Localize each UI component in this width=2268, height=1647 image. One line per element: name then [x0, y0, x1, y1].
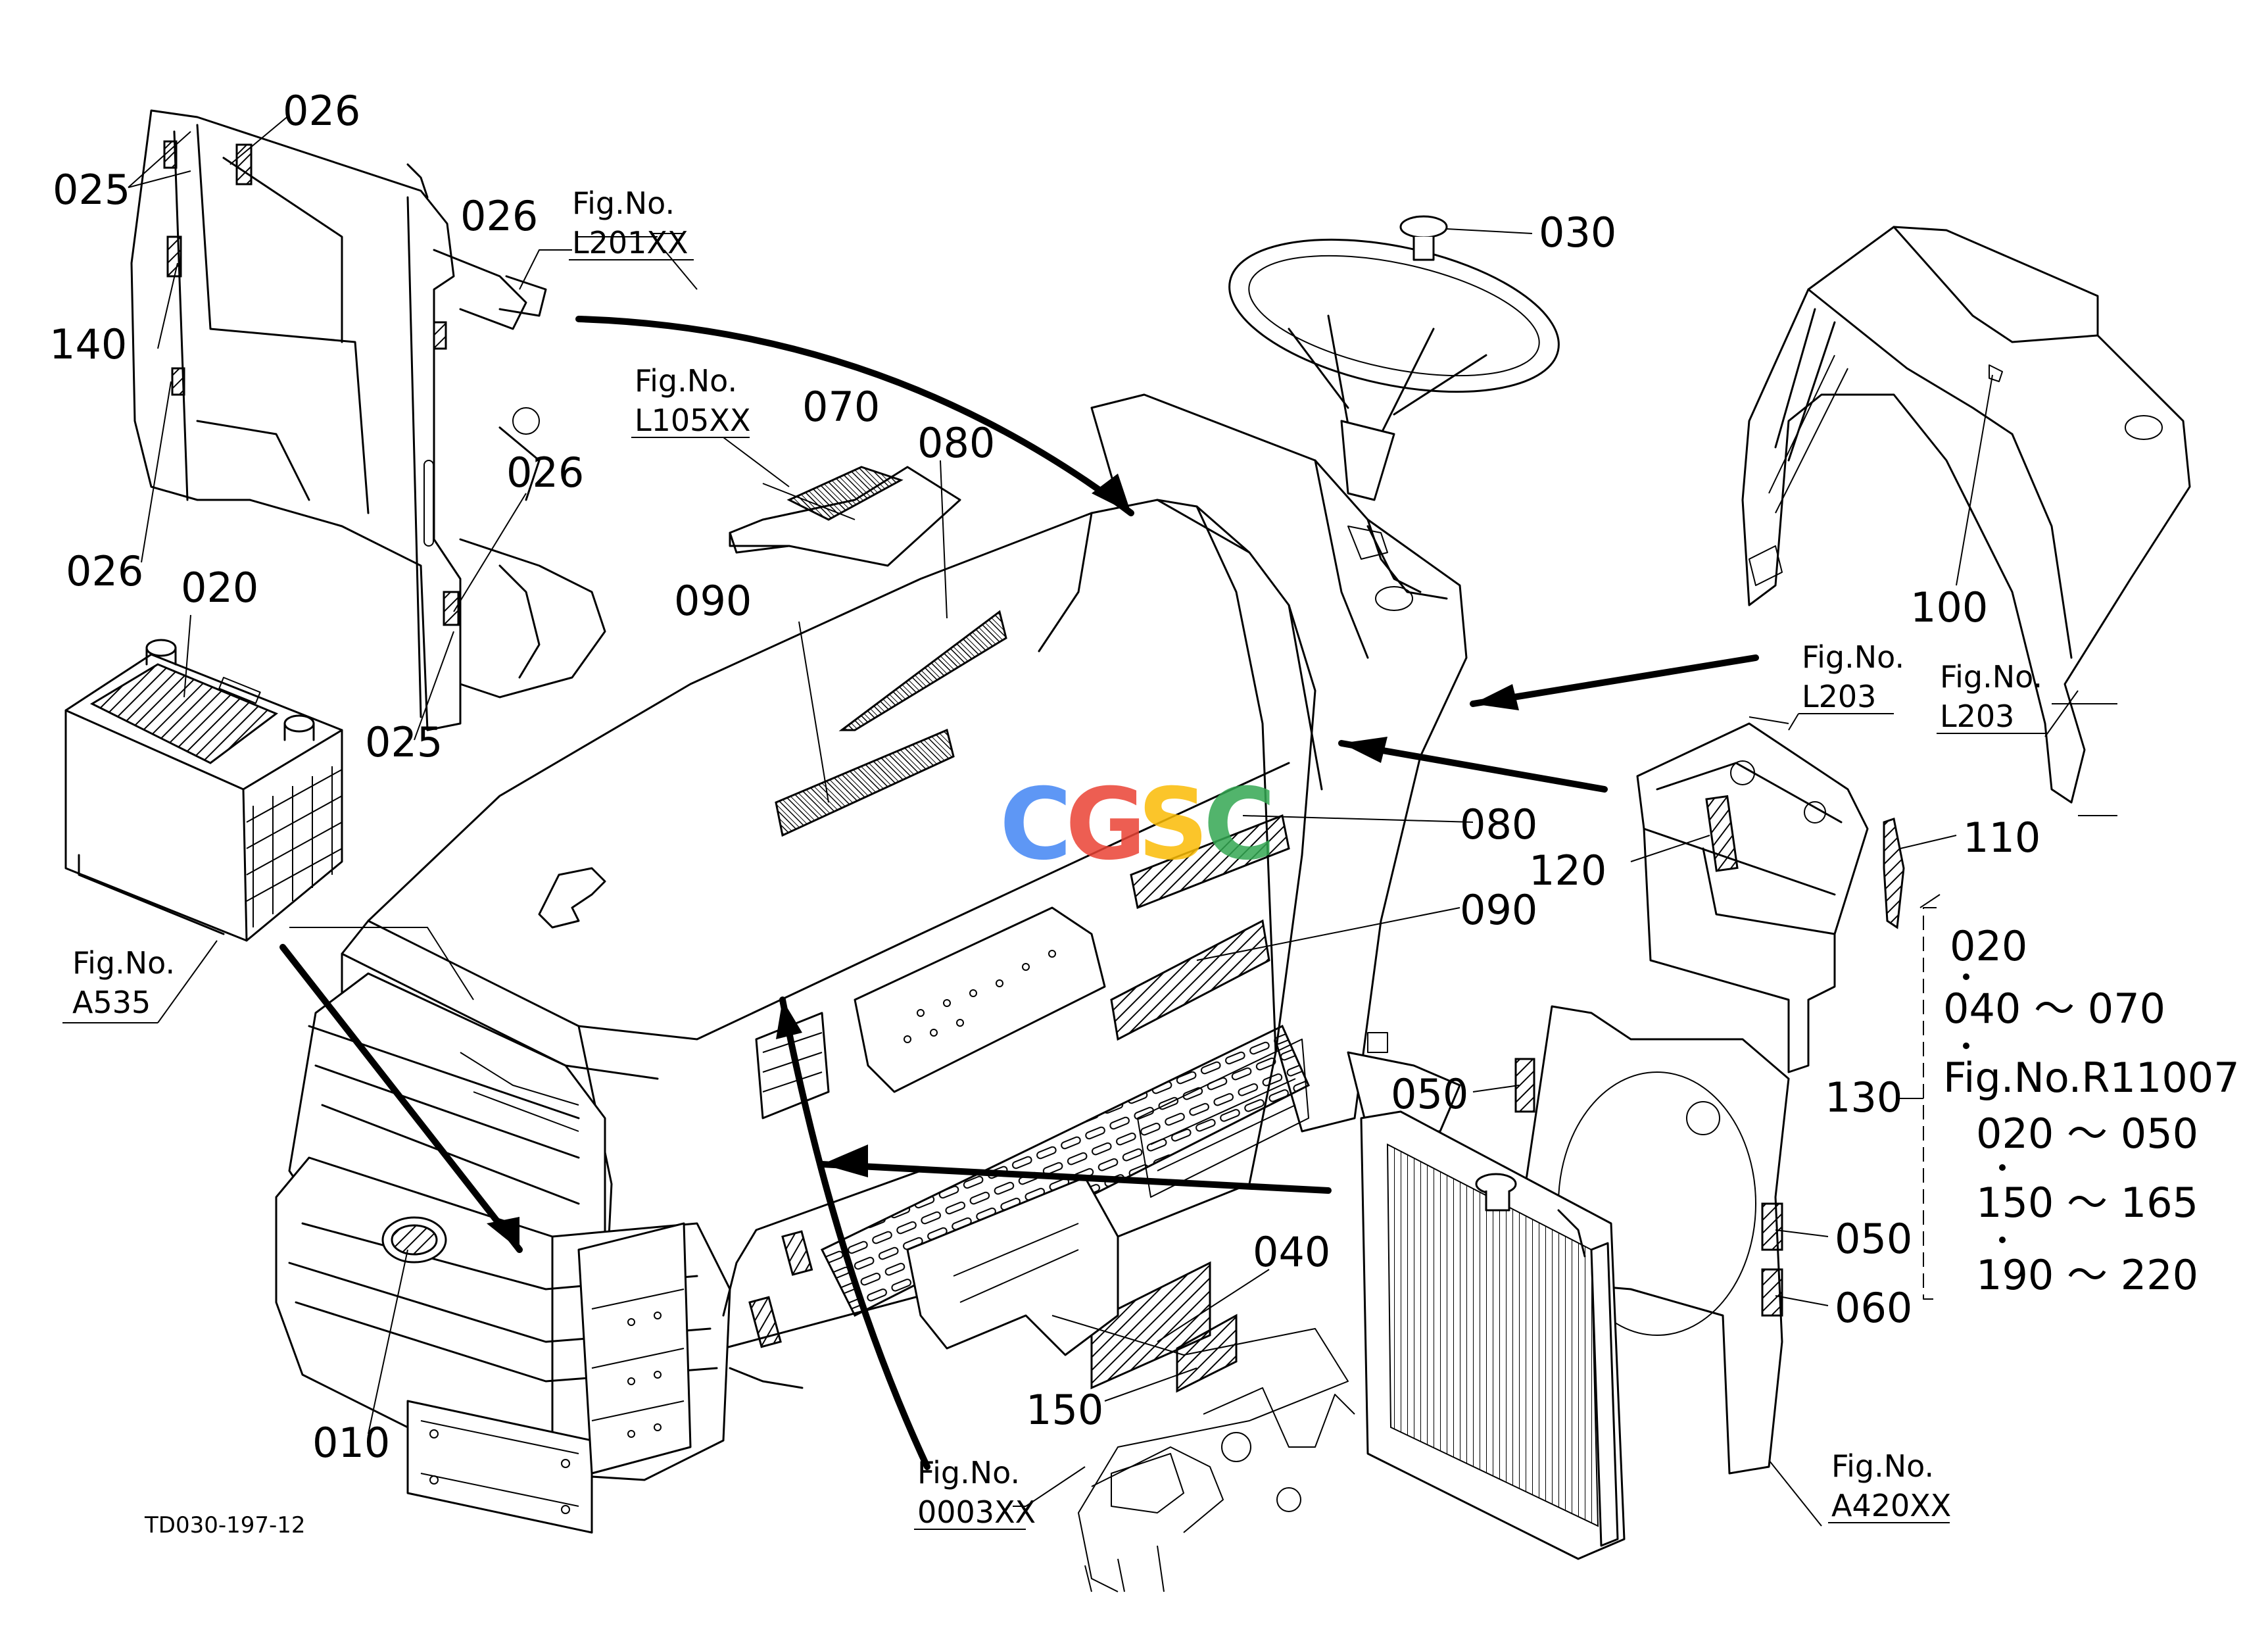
label-026-top: 026 [283, 87, 360, 135]
label-025-bottom: 025 [365, 718, 443, 766]
svg-text:L105XX: L105XX [635, 403, 750, 438]
svg-text:L203: L203 [1940, 699, 2014, 734]
callout-leaders [128, 114, 2117, 1527]
label-140: 140 [49, 320, 127, 368]
fig-ref-a420xx: Fig.No. A420XX [1828, 1448, 1951, 1523]
label-050-side: 050 [1835, 1215, 1912, 1263]
label-080-side: 080 [1460, 800, 1537, 848]
svg-text:190 ～ 220: 190 ～ 220 [1976, 1251, 2198, 1299]
fender-drawing [1741, 226, 2191, 804]
label-030: 030 [1539, 209, 1616, 257]
svg-text:Fig.No.: Fig.No. [1940, 659, 2042, 695]
label-070: 070 [802, 383, 880, 431]
set-130-list: 020 040 ～ 070 Fig.No.R11007 020 ～ 050 15… [1943, 922, 2240, 1299]
fig-ref-l203-lower: Fig.No. L203 [1937, 659, 2045, 734]
label-026-right: 026 [506, 449, 584, 497]
battery-drawing [64, 639, 343, 942]
svg-text:Fig.No.R11007: Fig.No.R11007 [1943, 1054, 2240, 1102]
label-090-side: 090 [1460, 886, 1537, 934]
fig-ref-0003xx: Fig.No. 0003XX [914, 1455, 1036, 1530]
svg-text:020: 020 [1950, 922, 2027, 970]
inner-panel-drawing [1636, 722, 1905, 1073]
svg-text:020 ～ 050: 020 ～ 050 [1976, 1110, 2198, 1158]
svg-text:040 ～ 070: 040 ～ 070 [1943, 985, 2165, 1033]
figure-references: Fig.No. L201XX Fig.No. L105XX Fig.No. L2… [62, 185, 2045, 1530]
svg-text:A420XX: A420XX [1831, 1488, 1951, 1523]
svg-text:Fig.No.: Fig.No. [917, 1455, 1020, 1490]
label-110: 110 [1963, 814, 2040, 862]
svg-text:L203: L203 [1802, 679, 1876, 714]
svg-text:A535: A535 [72, 985, 151, 1020]
label-130: 130 [1825, 1073, 1902, 1121]
label-040: 040 [1253, 1228, 1330, 1276]
label-020-battery: 020 [181, 564, 258, 612]
label-026-bottom: 026 [66, 547, 143, 595]
label-050-top: 050 [1391, 1070, 1468, 1118]
fig-ref-l105xx: Fig.No. L105XX [631, 363, 790, 487]
label-026-mid: 026 [460, 192, 538, 240]
set-130-bracket [1897, 894, 1941, 1300]
label-025-top: 025 [53, 166, 130, 214]
label-090-top: 090 [674, 577, 752, 625]
label-100: 100 [1910, 583, 1988, 631]
side-panel-left-drawing [130, 109, 606, 731]
svg-text:L201XX: L201XX [572, 225, 688, 260]
label-010: 010 [312, 1419, 390, 1467]
label-120: 120 [1529, 847, 1606, 895]
part-labels: 025 026 026 140 026 026 025 020 070 080 … [49, 87, 2040, 1467]
watermark-logo: C G S C [1000, 768, 1276, 882]
watermark-letter-c1: C [1000, 768, 1072, 882]
watermark-letter-s: S [1138, 768, 1209, 882]
label-150: 150 [1026, 1386, 1103, 1434]
drawing-code: TD030-197-12 [144, 1512, 306, 1538]
watermark-letter-g: G [1065, 768, 1146, 882]
svg-text:Fig.No.: Fig.No. [1831, 1448, 1934, 1484]
tractor-hood-drawing [275, 215, 1560, 1592]
svg-text:0003XX: 0003XX [917, 1494, 1036, 1530]
fig-ref-l201xx: Fig.No. L201XX [569, 185, 694, 260]
chassis-phantom-drawing [1111, 1387, 1355, 1513]
svg-text:Fig.No.: Fig.No. [572, 185, 675, 221]
fig-ref-a535: Fig.No. A535 [62, 940, 218, 1023]
svg-text:Fig.No.: Fig.No. [72, 945, 175, 981]
svg-text:Fig.No.: Fig.No. [1802, 639, 1904, 675]
label-080-top: 080 [917, 419, 995, 467]
radiator-drawing [1360, 1005, 1790, 1560]
label-060: 060 [1835, 1284, 1912, 1332]
svg-text:150 ～ 165: 150 ～ 165 [1976, 1179, 2198, 1227]
watermark-letter-c2: C [1203, 768, 1276, 882]
assembly-arrows [279, 316, 1759, 1470]
fig-ref-l203-upper: Fig.No. L203 [1788, 639, 1904, 731]
svg-text:Fig.No.: Fig.No. [635, 363, 737, 399]
